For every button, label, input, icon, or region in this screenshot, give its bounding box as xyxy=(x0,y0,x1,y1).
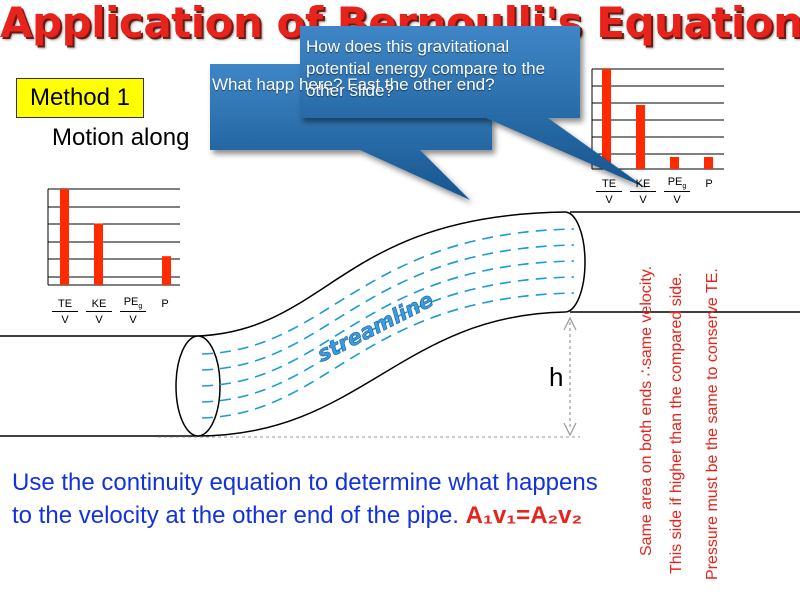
right-bar-ke xyxy=(636,105,645,169)
height-arrow-head-top xyxy=(563,316,577,331)
note-higher-side: This side if higher than the compared si… xyxy=(668,272,685,575)
left-label-p: P xyxy=(161,298,169,310)
callout-front-text: How does this gravitational potential en… xyxy=(306,37,546,100)
left-bar-chart xyxy=(47,188,180,286)
right-bar-p xyxy=(704,157,713,169)
left-bar-ke xyxy=(94,223,103,285)
pipe-left-opening xyxy=(175,335,221,437)
continuity-text: Use the continuity equation to determine… xyxy=(12,466,612,532)
callout-back-text: What happ here? Fast the other end? xyxy=(212,75,495,94)
callout-front xyxy=(300,26,646,188)
curved-pipe xyxy=(197,211,586,437)
continuity-formula: A₁v₁=A₂v₂ xyxy=(465,502,583,529)
right-bar-chart xyxy=(591,68,724,170)
continuity-sentence: Use the continuity equation to determine… xyxy=(12,469,598,529)
streamlines xyxy=(201,228,575,419)
left-bar-te xyxy=(60,189,69,285)
height-label: h xyxy=(549,362,564,392)
left-bar-p xyxy=(162,256,171,285)
right-label-p: P xyxy=(705,178,713,190)
note-same-area: Same area on both ends ∴same velocity. xyxy=(638,265,655,556)
note-pressure: Pressure must be the same to conserve TE… xyxy=(704,268,721,580)
right-bar-te xyxy=(602,69,611,169)
height-arrow-head-bottom xyxy=(563,422,577,437)
motion-text: Motion along xyxy=(52,124,190,151)
right-bar-pe xyxy=(670,157,679,169)
method-label: Method 1 xyxy=(16,78,144,118)
